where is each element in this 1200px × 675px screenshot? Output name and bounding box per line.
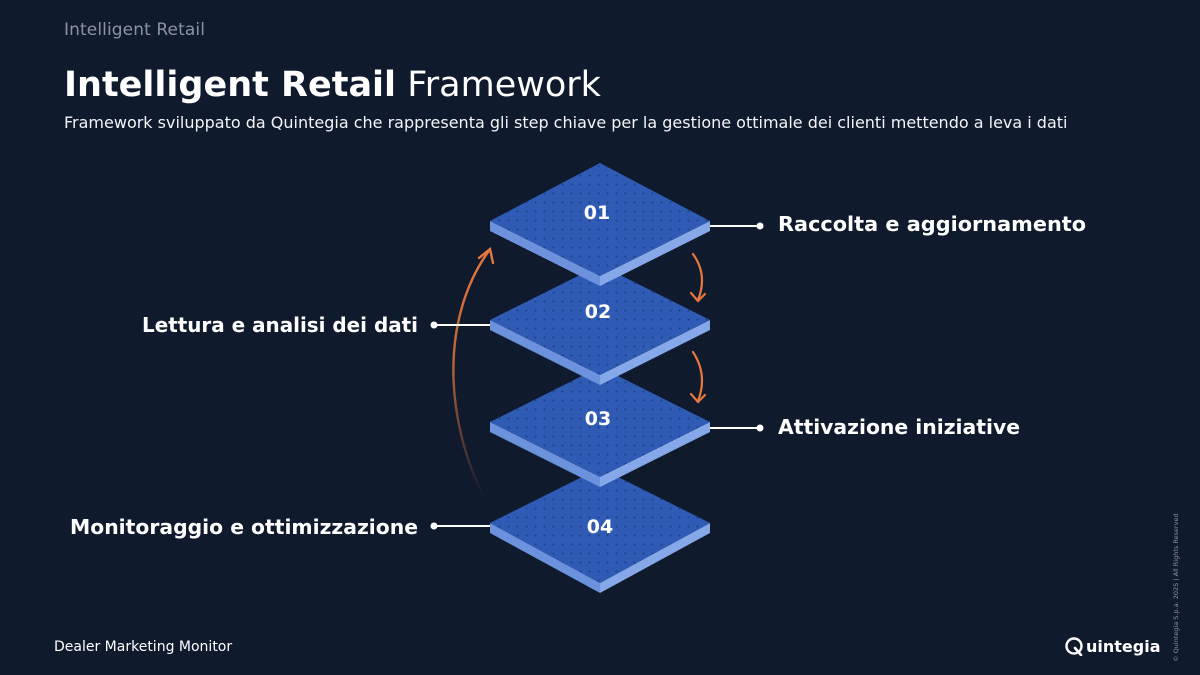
quintegia-q-icon (1065, 637, 1083, 656)
step-label-01: Raccolta e aggiornamento (778, 212, 1086, 236)
connector-01 (710, 222, 764, 230)
page-title: Intelligent Retail Framework (64, 62, 601, 108)
step-tile-02 (490, 265, 710, 385)
connector-02 (430, 321, 490, 329)
quintegia-logo: uintegia (1064, 636, 1161, 656)
step-number-04: 04 (587, 516, 613, 538)
cycle-arrow (452, 246, 495, 499)
eyebrow-label: Intelligent Retail (64, 20, 206, 40)
step-number-03: 03 (585, 408, 611, 430)
title-bold: Intelligent Retail (64, 65, 397, 105)
step-label-02: Lettura e analisi dei dati (142, 313, 418, 337)
brand-wordmark: uintegia (1086, 636, 1161, 656)
page-subtitle: Framework sviluppato da Quintegia che ra… (64, 113, 1068, 132)
step-number-02: 02 (585, 301, 611, 323)
arrow-01-to-02 (689, 252, 707, 303)
step-label-04: Monitoraggio e ottimizzazione (70, 515, 418, 539)
step-tile-03 (490, 367, 710, 487)
step-label-03: Attivazione iniziative (778, 415, 1020, 439)
step-number-01: 01 (584, 202, 610, 224)
connector-04 (430, 522, 490, 530)
title-regular: Framework (396, 65, 601, 105)
step-tile-01 (490, 163, 710, 286)
step-tile-04 (490, 468, 710, 593)
arrow-02-to-03 (689, 350, 707, 404)
copyright-notice: © Quintegia S.p.a. 2025 | All Rights Res… (1172, 513, 1180, 662)
connector-03 (710, 424, 764, 432)
footer-report-name: Dealer Marketing Monitor (54, 639, 233, 655)
